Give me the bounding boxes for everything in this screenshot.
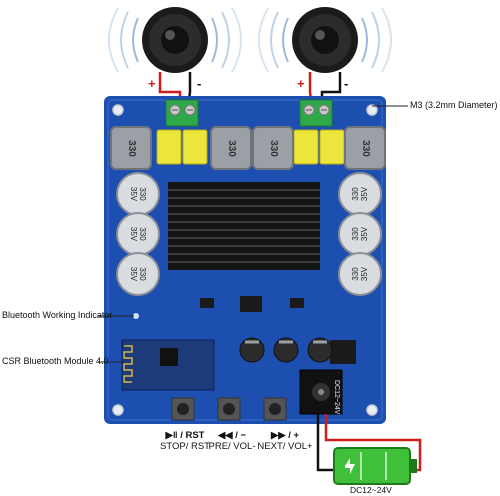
battery-icon [333,447,417,485]
button-stop-symbol: ▶‖ / RST [165,430,205,441]
capacitor-left-2-voltage: 35V [129,226,138,242]
bt-module-callout: CSR Bluetooth Module 4.0 [2,356,109,366]
sound-waves-left-icon [108,7,242,73]
power-wires [316,414,422,472]
heatsink [168,182,320,270]
left-minus-label: - [197,76,202,91]
speaker-terminal-right [299,99,333,127]
bluetooth-module [121,339,215,391]
capacitor-right-1-voltage: 35V [360,186,369,202]
button-prev-symbol: ◀◀ / − [217,430,247,441]
capacitor-right-2: 330 35V [338,212,382,256]
inductor-1-label: 330 [125,139,137,157]
button-prev-text: PRE/ VOL- [208,441,256,452]
board-buttons [171,397,287,421]
sound-waves-right-icon [258,7,392,73]
mounting-holes [112,104,378,416]
callout-lines [98,105,408,363]
capacitor-right-3-voltage: 35V [360,266,369,282]
capacitor-left-1: 330 35V [116,172,160,216]
inductor-2: 330 [210,126,252,170]
capacitor-left-3-voltage: 35V [129,266,138,282]
capacitor-left-3: 330 35V [116,252,160,296]
button-next-label: ▶▶ / + NEXT/ VOL+ [250,430,320,452]
ic-chips [200,296,356,364]
button-next-symbol: ▶▶ / + [270,430,300,441]
inductor-3-label: 330 [267,139,279,157]
left-plus-label: + [148,76,156,91]
speaker-left-icon [142,7,208,73]
button-prev-label: ◀◀ / − PRE/ VOL- [200,430,264,452]
bluetooth-indicator-led [133,313,139,319]
capacitor-right-1: 330 35V [338,172,382,216]
inductor-1: 330 [110,126,152,170]
capacitor-left-2: 330 35V [116,212,160,256]
capacitor-right-2-value: 330 [351,227,360,241]
inductor-4-label: 330 [359,139,371,157]
bt-indicator-callout: Bluetooth Working Indicator [2,310,113,320]
button-stop-text: STOP/ RST [160,441,210,452]
battery-label: DC12~24V [350,485,392,495]
capacitor-right-2-voltage: 35V [360,226,369,242]
right-minus-label: - [344,76,349,91]
inductor-2-label: 330 [225,139,237,157]
board-dc-label: DC12~24V [333,380,340,415]
capacitor-left-3-value: 330 [138,267,147,281]
right-plus-label: + [297,76,305,91]
speaker-right-icon [292,7,358,73]
small-capacitors [239,337,333,363]
speaker-terminal-left [165,99,199,127]
capacitor-right-3-value: 330 [351,267,360,281]
capacitor-left-2-value: 330 [138,227,147,241]
capacitor-right-3: 330 35V [338,252,382,296]
capacitor-right-1-value: 330 [351,187,360,201]
capacitor-left-1-voltage: 35V [129,186,138,202]
inductor-3: 330 [252,126,294,170]
button-stop-label: ▶‖ / RST STOP/ RST [150,430,220,452]
button-next-text: NEXT/ VOL+ [257,441,313,452]
film-capacitors [156,129,345,165]
inductor-4: 330 [344,126,386,170]
dc-power-jack [299,369,343,415]
capacitor-left-1-value: 330 [138,187,147,201]
mount-hole-callout: M3 (3.2mm Diameter) [410,100,498,110]
